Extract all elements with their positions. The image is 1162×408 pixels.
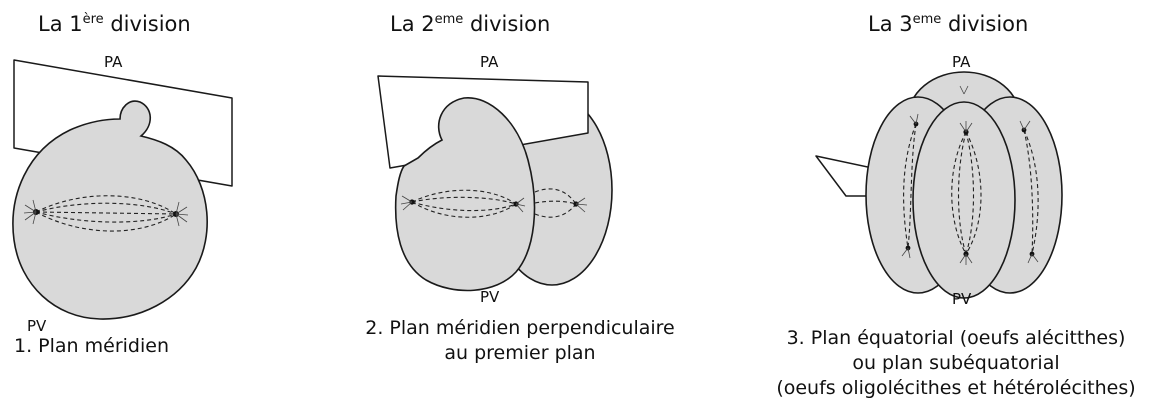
- panel-title: La 2eme division: [390, 12, 551, 36]
- pole-vegetal-label: PV: [952, 290, 972, 308]
- centrosomes: [901, 85, 1039, 265]
- caption: 1. Plan méridien: [14, 335, 169, 357]
- pole-vegetal-label: PV: [27, 317, 47, 335]
- first-division-diagram: [12, 59, 233, 320]
- panel-title: La 1ère division: [38, 12, 191, 36]
- panel-second-division: La 2eme division PA PV: [330, 0, 750, 408]
- centrosome: [400, 195, 588, 213]
- panel-first-division: La 1ère division PA PV 1. Plan m: [0, 0, 330, 408]
- panel-title: La 3eme division: [868, 12, 1029, 36]
- pole-vegetal-label: PV: [480, 288, 500, 306]
- mitotic-spindle: [35, 195, 177, 232]
- pole-animal-label: PA: [480, 53, 499, 71]
- caption: 3. Plan équatorial (oeufs alécitthes) ou…: [776, 327, 1136, 399]
- pole-animal-label: PA: [952, 53, 971, 71]
- mitotic-spindle-front: [411, 189, 517, 218]
- egg-cell: [12, 100, 208, 320]
- pole-animal-label: PA: [104, 53, 123, 71]
- mitotic-spindle-back: [534, 188, 577, 218]
- blastomere-front: [394, 97, 536, 292]
- second-division-diagram: [377, 75, 613, 292]
- third-division-diagram: [815, 71, 1063, 299]
- centrosome-left: [23, 199, 39, 225]
- panel-third-division: La 3eme division: [750, 0, 1162, 408]
- mitotic-spindles: [903, 123, 1039, 255]
- blastomere-front: [912, 101, 1016, 299]
- centrosome-right: [173, 201, 189, 227]
- caption: 2. Plan méridien perpendiculaire au prem…: [365, 317, 675, 364]
